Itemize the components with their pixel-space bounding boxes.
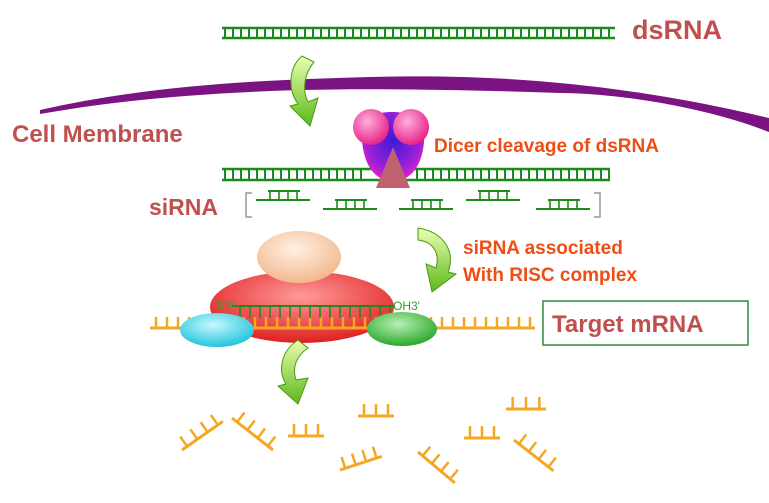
degraded-mrna-fragments xyxy=(179,397,557,485)
dsrna-label: dsRNA xyxy=(632,15,722,45)
sirna-bracket-right xyxy=(594,192,601,218)
curved-arrow-icon xyxy=(289,55,319,127)
risc-subunit-cyan xyxy=(180,313,254,347)
risc-label-line1: siRNA associated xyxy=(463,238,623,259)
sirna-fragments xyxy=(256,190,590,210)
risc-subunit-green xyxy=(367,312,437,346)
target-mrna-label: Target mRNA xyxy=(552,311,704,338)
dsrna-strand xyxy=(222,26,615,40)
target-mrna-box xyxy=(542,300,749,346)
cell-membrane-label: Cell Membrane xyxy=(12,121,183,148)
risc-label-line2: With RISC complex xyxy=(463,265,637,286)
guide-strand-ticks xyxy=(239,306,391,318)
dsrna-cleavage-strand xyxy=(222,167,610,182)
cell-membrane xyxy=(40,76,769,132)
curved-arrow-icon xyxy=(417,227,458,293)
five-prime-label: 5'P xyxy=(217,299,234,313)
sirna-label: siRNA xyxy=(149,194,218,220)
three-prime-label: OH3' xyxy=(393,299,420,313)
curved-arrow-icon xyxy=(276,339,309,405)
dicer-enzyme xyxy=(353,109,429,188)
sirna-bracket-left xyxy=(245,192,252,218)
dicer-label: Dicer cleavage of dsRNA xyxy=(434,136,659,157)
